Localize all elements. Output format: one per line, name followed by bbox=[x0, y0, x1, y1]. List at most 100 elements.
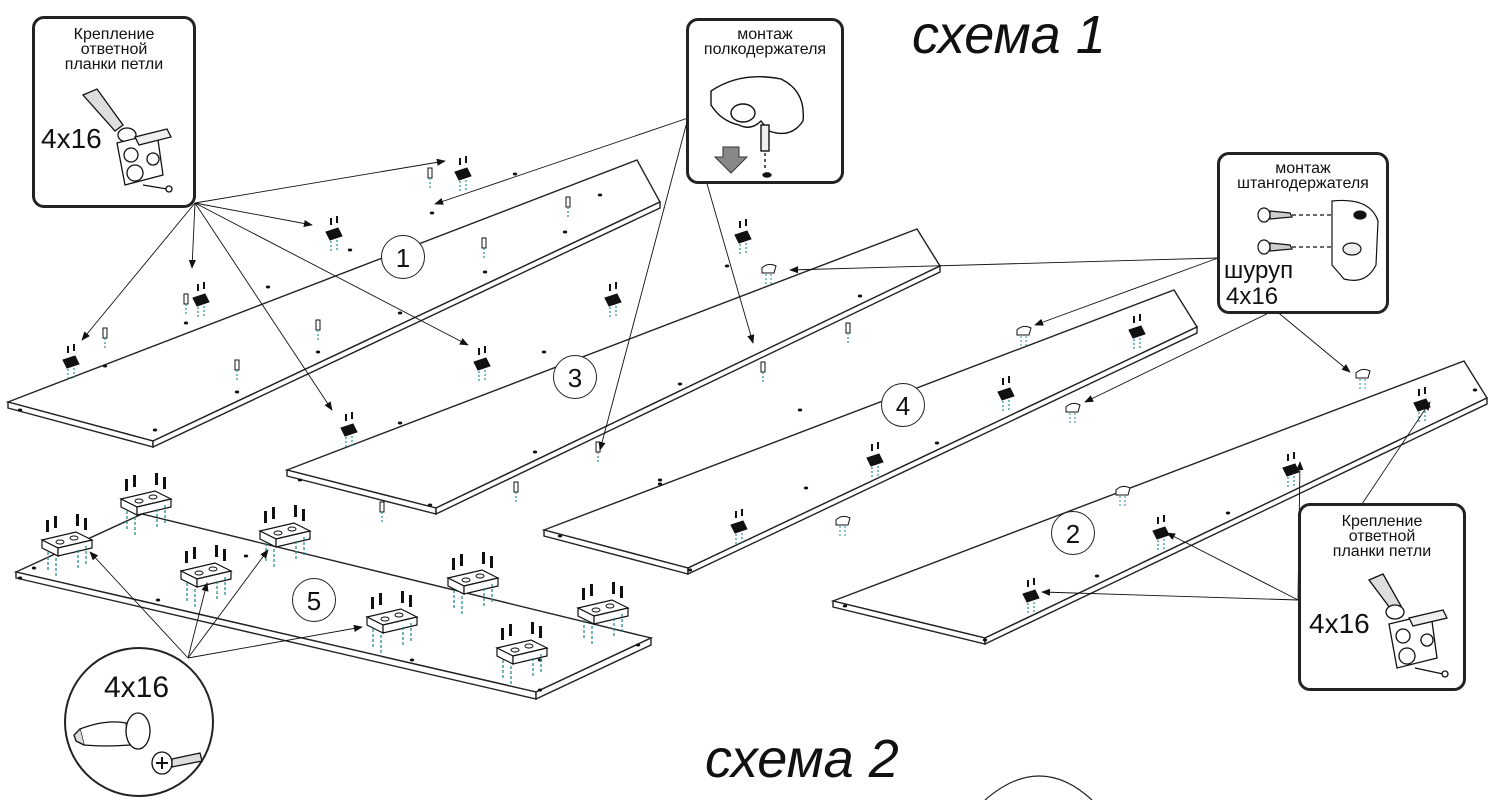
drill-hole bbox=[234, 390, 240, 394]
drill-hole bbox=[677, 382, 683, 386]
drill-hole bbox=[537, 688, 543, 692]
hinge-plate-icon bbox=[1367, 573, 1449, 678]
scheme-2-title: схема 2 bbox=[705, 729, 899, 789]
drill-hole bbox=[657, 478, 663, 482]
shelf-pin bbox=[565, 196, 571, 219]
hinge-mounting-plate bbox=[473, 346, 491, 382]
drill-hole bbox=[532, 450, 538, 454]
drill-hole bbox=[597, 193, 603, 197]
shelf-pin bbox=[481, 237, 487, 260]
hinge-mounting-plate bbox=[730, 509, 748, 545]
shelf-support-callout: монтаж полкодержателя bbox=[686, 18, 844, 184]
screw-size-label: 4x16 bbox=[1309, 608, 1370, 639]
hinge-mounting-plate bbox=[997, 376, 1015, 412]
drill-hole bbox=[31, 566, 37, 570]
rod-holder bbox=[761, 263, 777, 284]
drill-hole bbox=[541, 350, 547, 354]
callout-line: монтаж bbox=[737, 26, 793, 43]
drill-hole bbox=[934, 441, 940, 445]
callout-line: ответной bbox=[80, 41, 148, 58]
hinge-plate-callout-right: Крепление ответной планки петли 4x16 bbox=[1298, 503, 1466, 691]
drill-holes bbox=[17, 172, 1478, 692]
drill-hole bbox=[857, 294, 863, 298]
rod-holder-icon bbox=[1257, 199, 1379, 281]
shelf-pin bbox=[234, 359, 240, 382]
rod-holder-callout: монтаж штангодержателя шуруп 4x16 bbox=[1217, 152, 1389, 314]
panel-number-3: 3 bbox=[553, 355, 597, 399]
callout-line: полкодержателя bbox=[703, 41, 827, 58]
panel-number-5: 5 bbox=[292, 578, 336, 622]
callout-line: планки петли bbox=[64, 56, 164, 73]
spacer-block bbox=[495, 622, 549, 686]
hinge-mounting-plate bbox=[866, 442, 884, 478]
hinge-mounting-plate bbox=[604, 282, 622, 318]
drill-hole bbox=[347, 248, 353, 252]
rod-holder bbox=[1016, 325, 1032, 346]
hinge-mounting-plate bbox=[192, 282, 210, 318]
shelf-pin bbox=[102, 327, 108, 350]
spacer-block bbox=[119, 473, 173, 537]
shelf-pin bbox=[760, 361, 766, 384]
callout-line: планки петли bbox=[1332, 543, 1432, 560]
drill-hole bbox=[1225, 511, 1231, 515]
panel-4 bbox=[541, 289, 1199, 576]
drill-hole bbox=[635, 643, 641, 647]
drill-hole bbox=[1094, 574, 1100, 578]
shelf-pin bbox=[183, 293, 189, 316]
panel-2 bbox=[830, 360, 1489, 646]
drill-hole bbox=[102, 364, 108, 368]
drill-hole bbox=[409, 658, 415, 662]
hinge-mounting-plate bbox=[734, 219, 752, 255]
shelf-pin bbox=[379, 501, 385, 524]
shelf-pin bbox=[513, 481, 519, 504]
callout-line: Крепление bbox=[73, 26, 155, 43]
callout-line: штангодержателя bbox=[1237, 175, 1369, 192]
callout-line: Крепление bbox=[1341, 513, 1423, 530]
spacer-block bbox=[179, 545, 233, 609]
rod-holder bbox=[1065, 402, 1081, 423]
screws-icon bbox=[73, 712, 203, 775]
drill-hole bbox=[687, 568, 693, 572]
shelf-pin bbox=[595, 441, 601, 464]
hinge-plate-callout-left: Крепление ответной планки петли 4x16 bbox=[32, 16, 196, 208]
drill-hole bbox=[243, 554, 249, 558]
drill-hole bbox=[315, 350, 321, 354]
drill-hole bbox=[482, 270, 488, 274]
callout-line: монтаж bbox=[1275, 160, 1331, 177]
drill-hole bbox=[512, 172, 518, 176]
spacer-block bbox=[576, 582, 630, 646]
spacer-block bbox=[365, 591, 419, 655]
screw-detail-circle: 4x16 bbox=[64, 647, 214, 797]
hand-inserting-pin-icon bbox=[710, 76, 805, 178]
hinge-mounting-plate bbox=[1128, 314, 1146, 350]
panel-1 bbox=[5, 159, 661, 449]
drill-hole bbox=[982, 638, 988, 642]
hinge-mounting-plate bbox=[340, 412, 358, 448]
drill-hole bbox=[397, 311, 403, 315]
drill-hole bbox=[155, 598, 161, 602]
screw-size-label: 4x16 bbox=[41, 123, 102, 154]
hinge-mounting-plate bbox=[325, 216, 343, 252]
screw-label: шуруп bbox=[1224, 257, 1294, 284]
panel-number-4: 4 bbox=[881, 383, 925, 427]
shelf-pin bbox=[315, 319, 321, 342]
spacer-block bbox=[446, 552, 500, 616]
rod-holder bbox=[1115, 485, 1131, 506]
screw-size-label: 4x16 bbox=[104, 671, 170, 704]
drill-hole bbox=[397, 421, 403, 425]
panel-number-2: 2 bbox=[1051, 511, 1095, 555]
drill-hole bbox=[429, 211, 435, 215]
cropped-circle-outline bbox=[984, 775, 1093, 800]
hardware bbox=[40, 156, 1431, 686]
drill-hole bbox=[562, 230, 568, 234]
drill-hole bbox=[557, 534, 563, 538]
drill-hole bbox=[17, 408, 23, 412]
spacer-block bbox=[40, 514, 94, 578]
drill-hole bbox=[1472, 388, 1478, 392]
screw-size-label: 4x16 bbox=[1226, 283, 1279, 310]
drill-hole bbox=[297, 478, 303, 482]
drill-hole bbox=[17, 576, 23, 580]
panel-3 bbox=[284, 228, 942, 516]
